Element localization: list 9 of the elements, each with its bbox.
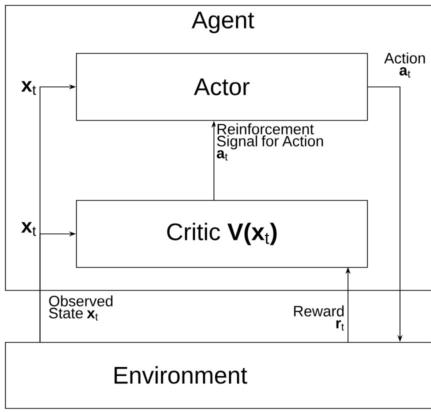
label: Observed State x$_{t}$ xyxy=(49,295,112,320)
critic-box: Critic V(x$_{t}$) xyxy=(76,200,368,268)
edge-label: x$_{t}$ xyxy=(20,221,38,237)
edge-label: Reinforcement Signal for Action a$_{t}$ xyxy=(215,122,330,162)
edge-label: Action a$_{t}$ xyxy=(382,51,428,79)
edge-label: x$_{t}$ xyxy=(20,80,38,96)
edge-label: Reward r$_{t}$ xyxy=(288,304,346,332)
actor-box: Actor xyxy=(76,53,368,121)
environment-box: Environment xyxy=(5,342,431,409)
